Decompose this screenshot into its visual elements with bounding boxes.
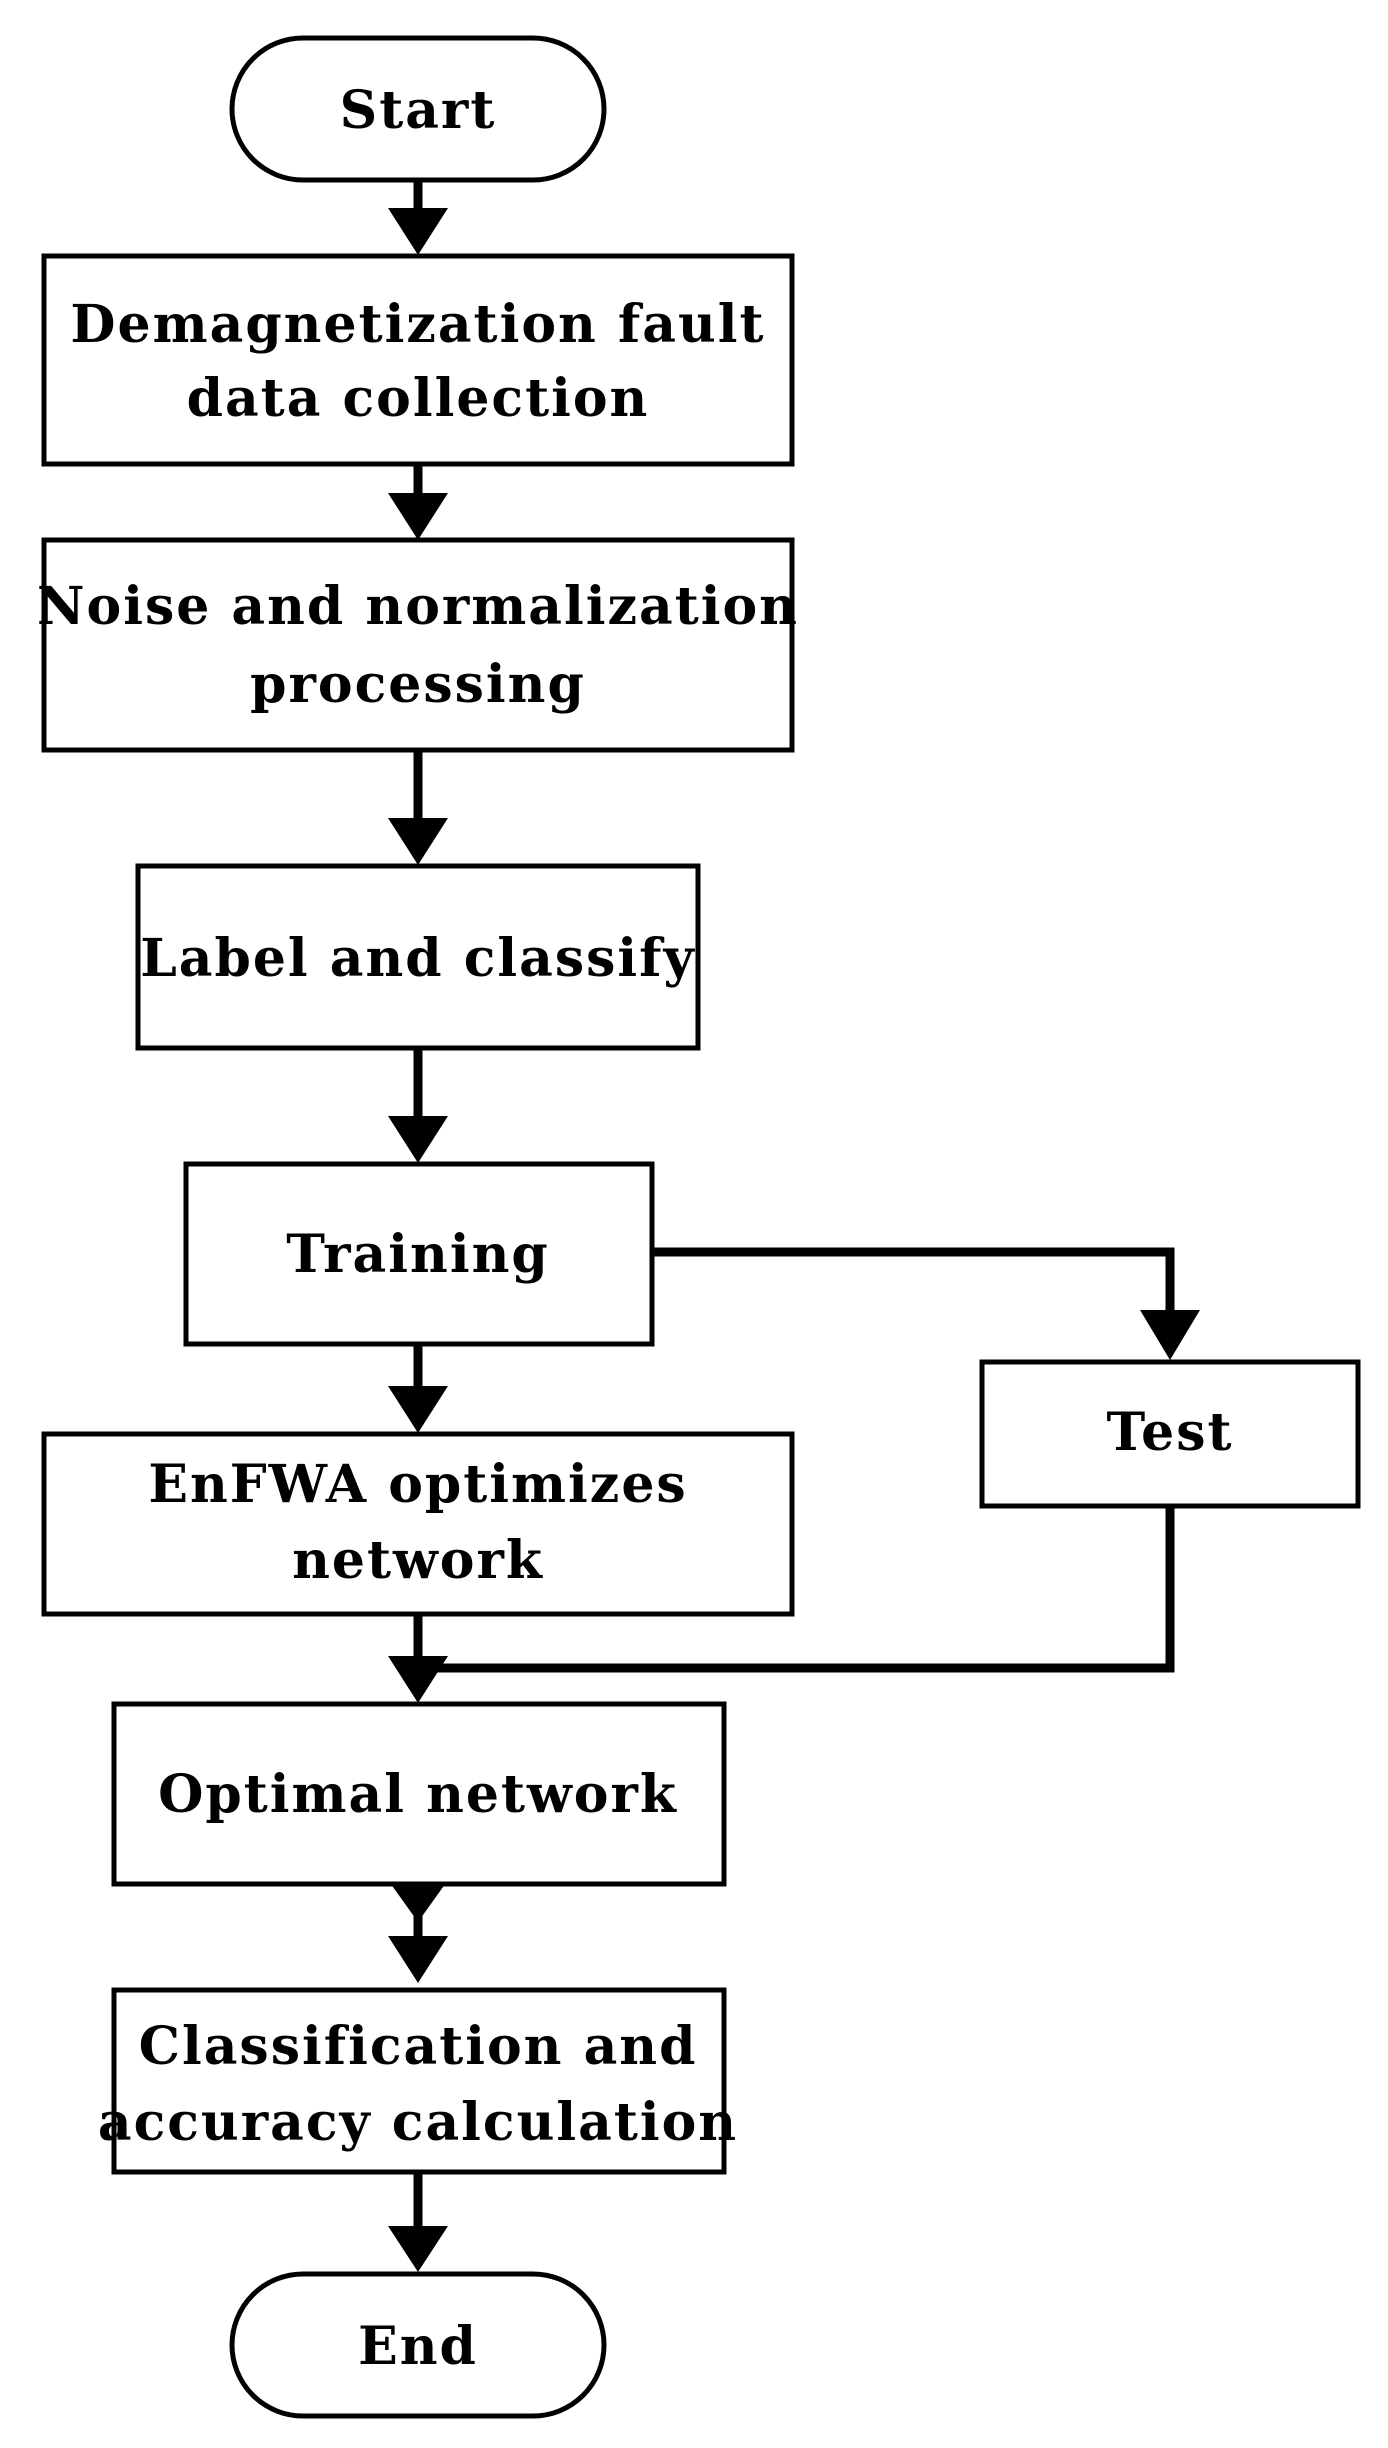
node-test-label: Test xyxy=(1106,1402,1233,1463)
node-start-label: Start xyxy=(340,80,497,141)
node-test: Test xyxy=(979,1359,1361,1509)
node-start: Start xyxy=(229,35,607,183)
node-data-collection-line-2: data collection xyxy=(187,368,650,429)
arrowhead-classification xyxy=(388,1936,448,1983)
node-training-label: Training xyxy=(286,1224,549,1285)
edge-test-to-optimal xyxy=(418,1505,1175,1673)
node-enfwa-line-2: network xyxy=(292,1530,544,1591)
arrowhead-optimal xyxy=(388,1656,448,1703)
node-classification-line-2: accuracy calculation xyxy=(98,2092,738,2153)
arrowhead-end xyxy=(388,2226,448,2272)
node-preprocessing-line-1: Noise and normalization xyxy=(37,576,799,637)
node-optimal: Optimal network xyxy=(111,1701,727,1887)
edges xyxy=(388,178,1200,2272)
node-preprocessing-line-2: processing xyxy=(250,654,586,715)
node-preprocessing: Noise and normalization processing xyxy=(37,537,799,753)
node-labeling-label: Label and classify xyxy=(140,928,696,989)
arrowhead-collection xyxy=(388,208,448,255)
node-end-label: End xyxy=(358,2316,478,2377)
arrowhead-preprocessing xyxy=(388,493,448,540)
arrowhead-test xyxy=(1140,1310,1200,1360)
node-training: Training xyxy=(183,1161,655,1347)
arrowhead-labeling xyxy=(388,818,448,865)
node-enfwa-line-1: EnFWA optimizes xyxy=(148,1454,687,1515)
node-classification: Classification and accuracy calculation xyxy=(98,1987,738,2175)
node-enfwa: EnFWA optimizes network xyxy=(41,1431,795,1617)
node-data-collection: Demagnetization fault data collection xyxy=(41,253,795,467)
node-labeling: Label and classify xyxy=(135,863,701,1051)
edge-training-to-test xyxy=(652,1247,1175,1315)
node-optimal-label: Optimal network xyxy=(158,1764,678,1825)
node-classification-line-1: Classification and xyxy=(139,2016,698,2077)
arrowhead-enfwa xyxy=(388,1386,448,1433)
node-end: End xyxy=(229,2271,607,2419)
arrowhead-training xyxy=(388,1116,448,1163)
node-data-collection-line-1: Demagnetization fault xyxy=(70,294,765,355)
